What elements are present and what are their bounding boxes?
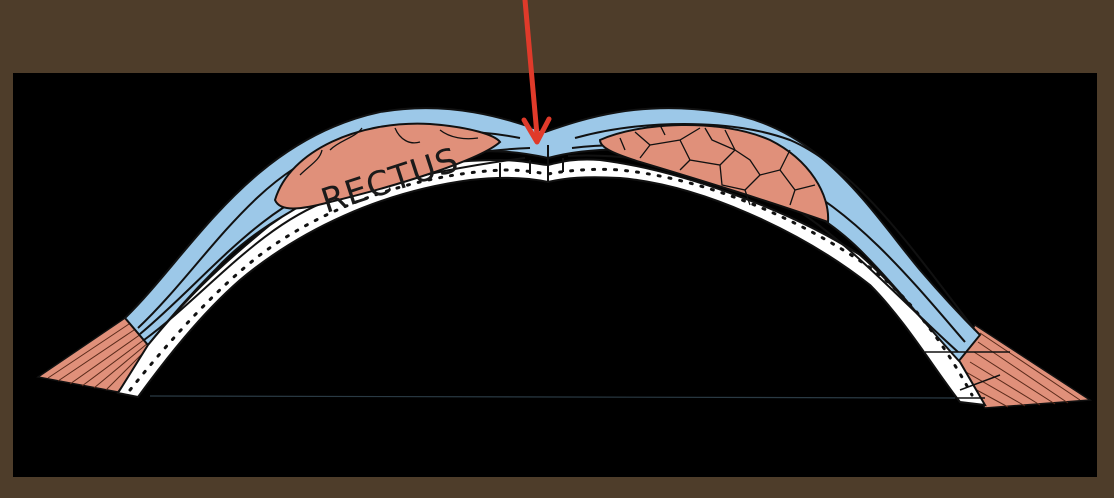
pointer-arrow <box>521 0 552 145</box>
linea-alba-marks <box>499 145 564 183</box>
rectus-sheath <box>123 107 982 364</box>
right-rectus-muscle <box>598 124 830 224</box>
right-lateral-marks <box>925 351 1010 399</box>
baseline <box>149 395 956 399</box>
